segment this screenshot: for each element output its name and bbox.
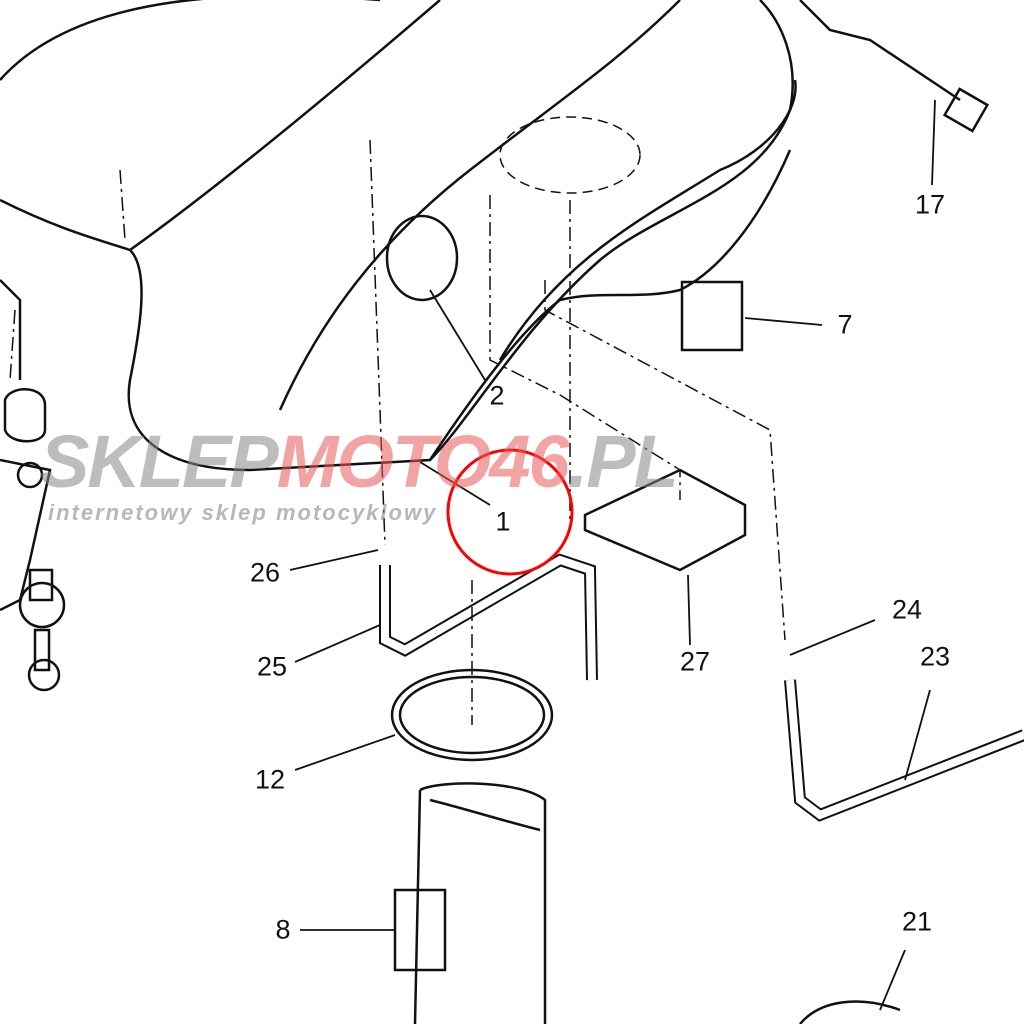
callout-8: 8 (275, 914, 291, 945)
callout-26: 26 (249, 557, 281, 588)
callout-24: 24 (891, 594, 923, 625)
callout-27: 27 (679, 646, 711, 677)
bolt-17 (799, 0, 961, 102)
watermark-part1: SKLEP (40, 420, 279, 503)
highlight-circle (446, 448, 574, 576)
tank-cap-opening (385, 214, 459, 302)
bracket-7 (680, 280, 744, 352)
callout-25: 25 (256, 651, 288, 682)
callout-12: 12 (254, 764, 286, 795)
watermark-part2: MOTO46 (276, 420, 570, 503)
watermark: SKLEPMOTO46.PL (40, 425, 679, 499)
hose-25 (379, 553, 598, 681)
fuel-tank-outline (0, 0, 794, 472)
part-21 (799, 1000, 901, 1024)
fuel-pump-8 (413, 782, 547, 1024)
callout-2: 2 (489, 380, 505, 411)
watermark-tagline: internetowy sklep motocyklowy (48, 500, 438, 525)
callout-23: 23 (919, 641, 951, 672)
callout-17: 17 (914, 189, 946, 220)
callout-1: 1 (495, 506, 511, 537)
watermark-part3: .PL (567, 420, 679, 503)
callout-7: 7 (837, 309, 853, 340)
callout-21: 21 (901, 906, 933, 937)
